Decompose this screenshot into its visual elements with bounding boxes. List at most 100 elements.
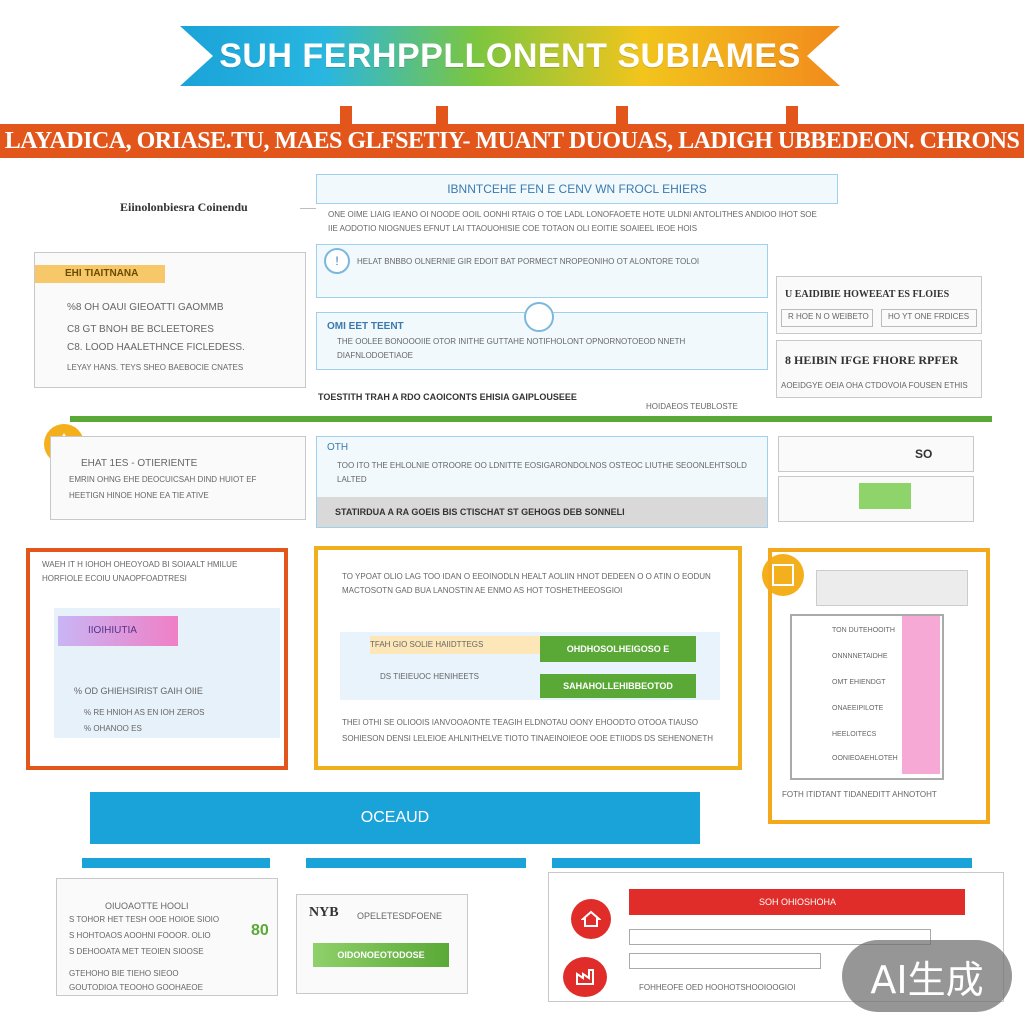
center-header: IBNNTCEHE FEN E CENV WN FROCL EHIERS [316, 174, 838, 204]
right-box-1-cell: HO YT ONE FRDICES [881, 309, 977, 327]
right-box-4 [778, 476, 974, 522]
center-section-3-text: TOO ITO THE EHLOLNIE OTROORE OO LDNITTE … [337, 461, 747, 484]
shield-icon [524, 302, 554, 332]
right-box-2-title: 8 HEIBIN IFGE FHORE RPFER [785, 353, 959, 367]
table-row: TON DUTEHOOITH [832, 627, 895, 634]
center-section-3-title: OTH [327, 442, 349, 453]
left-label: Eiinolonbiesra Coinendu [120, 200, 248, 214]
right-box-2: 8 HEIBIN IFGE FHORE RPFER AOEIDGYE OEIA … [776, 340, 982, 398]
title-ribbon: SUH FERHPPLLONENT SUBIAMES [180, 26, 840, 86]
right-box-3-value: SO [915, 447, 933, 461]
center-section-1-text: HELAT BNBBO OLNERNIE GIR EDOIT BAT PORME… [357, 257, 700, 266]
center-section-2-text: THE OOLEE BONOOOIIE OTOR INITHE GUTTAHE … [337, 337, 686, 360]
factory-icon [563, 957, 607, 997]
blue-tab [82, 858, 270, 868]
middle-right-frame: TON DUTEHOOITH ONNNNETAIDHE OMT EHIENDGT… [768, 548, 990, 824]
green-divider [70, 416, 992, 422]
left-card-2-line: HEETIGN HINOE HONE EA TIE ATIVE [69, 491, 209, 500]
middle-left-banner: IIOIHIUTIA [88, 625, 137, 636]
right-box-1-cell: R HOE N O WEIBETO [781, 309, 873, 327]
blue-tab [306, 858, 526, 868]
pink-swoosh: IIOIHIUTIA [58, 616, 178, 646]
ribbon-line-left: TOESTITH TRAH A RDO CAOICONTS EHISIA GAI… [318, 392, 577, 402]
home-icon [571, 899, 611, 939]
middle-left-line: % RE HNIOH AS EN IOH ZEROS [84, 708, 205, 717]
left-card-1: EHI TIAITNANA %8 OH OAUI GIEOATTI GAOMMB… [34, 252, 306, 388]
banner-tab [616, 106, 628, 126]
table-row: OONIEOAEHLOTEH [832, 755, 898, 762]
left-card-1-line: C8 GT BNOH BE BCLEETORES [67, 324, 214, 335]
middle-center-intro: TO YPOAT OLIO LAG TOO IDAN O EEOINODLN H… [342, 572, 711, 595]
left-card-2: EHAT 1ES - OTIERIENTE EMRIN OHNG EHE DEO… [50, 436, 306, 520]
left-card-2-line: EMRIN OHNG EHE DEOCUICSAH DIND HUIOT EF [69, 475, 257, 484]
connector-line [300, 208, 316, 209]
left-card-1-line: %8 OH OAUI GIEOATTI GAOMMB [67, 302, 224, 313]
bottom-center-pill: OIDONOEOTODOSE [313, 943, 449, 967]
blue-banner-text: OCEAUD [360, 809, 430, 826]
left-card-1-header: EHI TIAITNANA [35, 265, 165, 283]
bottom-left-line: S DEHOOATA MET TEOIEN SIOOSE [69, 947, 204, 956]
table-row: ONNNNETAIDHE [832, 653, 888, 660]
table-row: OMT EHIENDGT [832, 679, 886, 686]
middle-right-table: TON DUTEHOOITH ONNNNETAIDHE OMT EHIENDGT… [790, 614, 944, 780]
pink-column [902, 616, 940, 774]
ribbon-line-right: HOIDAEOS TEUBLOSTE [646, 402, 738, 411]
middle-right-footer: FOTH ITIDTANT TIDANEDITT AHNOTOHT [782, 790, 937, 799]
banner-tab [436, 106, 448, 126]
middle-center-panel: TFAH GIO SOLIE HAIIDTTEGS OHDHOSOLHEIGOS… [340, 632, 720, 700]
center-intro: ONE OIME LIAIG IEANO OI NOODE OOIL OONHI… [328, 210, 817, 233]
middle-center-row1-label: TFAH GIO SOLIE HAIIDTTEGS [370, 636, 550, 654]
right-box-1: U EAIDIBIE HOWEEAT ES FLOIES R HOE N O W… [776, 276, 982, 334]
left-card-1-line: LEYAY HANS. TEYS SHEO BAEBOCIE CNATES [67, 363, 244, 372]
bottom-left-value: 80 [251, 922, 269, 939]
table-row: ONAEEIPILOTE [832, 705, 884, 712]
bottom-right-bar: SOH OHIOSHOHA [629, 889, 965, 915]
table-row: HEELOITECS [832, 731, 877, 738]
bottom-center-card: NYB OPELETESDFOENE OIDONOEOTODOSE [296, 894, 468, 994]
orange-banner [0, 124, 1024, 158]
middle-right-bar [816, 570, 968, 606]
info-icon: ! [324, 248, 350, 274]
middle-center-pill-1: OHDHOSOLHEIGOSO E [540, 636, 696, 662]
bottom-left-line: GTEHOHO BIE TIEHO SIEOO [69, 969, 179, 978]
banner-tab [786, 106, 798, 126]
bottom-right-bar-text: SOH OHIOSHOHA [759, 897, 837, 907]
blue-banner: OCEAUD [90, 792, 700, 844]
bottom-right-field [629, 953, 821, 969]
bottom-right-footer: FOHHEOFE OED HOOHOTSHOOIOOGIOI [639, 983, 796, 992]
middle-left-sub: % OD GHIEHSIRIST GAIH OIIE [74, 686, 203, 696]
bottom-left-line: GOUTODIOA TEOOHO GOOHAEOE [69, 983, 203, 992]
right-box-2-sub: AOEIDGYE OEIA OHA CTDOVOIA FOUSEN ETHIS [781, 381, 968, 390]
center-section-3-bar-text: STATIRDUA A RA GOEIS BIS CTISCHAT ST GEH… [335, 507, 625, 517]
page-title: SUH FERHPPLLONENT SUBIAMES [219, 36, 801, 75]
bottom-center-label-2: OPELETESDFOENE [357, 911, 443, 921]
left-card-1-line: C8. LOOD HAALETHNCE FICLEDESS. [67, 342, 245, 353]
blue-tab [552, 858, 972, 868]
middle-center-footer-2: SOHIESON DENSI LELEIOE AHLNITHELVE TIOTO… [342, 734, 714, 743]
middle-left-panel: IIOIHIUTIA % OD GHIEHSIRIST GAIH OIIE % … [54, 608, 280, 738]
center-section-3: OTH TOO ITO THE EHLOLNIE OTROORE OO LDNI… [316, 436, 768, 528]
middle-left-line: % OHANOO ES [84, 724, 142, 733]
green-swatch [859, 483, 911, 509]
banner-tab [340, 106, 352, 126]
middle-center-pill-2: SAHAHOLLEHIBBEOTOD [540, 674, 696, 698]
middle-left-frame: WAEH IT H IOHOH OHEOYOAD BI SOIAALT HMIL… [26, 548, 288, 770]
center-section-1: HELAT BNBBO OLNERNIE GIR EDOIT BAT PORME… [316, 244, 768, 298]
bottom-right-field [629, 929, 931, 945]
right-box-3: SO [778, 436, 974, 472]
center-section-2-title: OMI EET TEENT [327, 321, 404, 332]
right-box-1-title: U EAIDIBIE HOWEEAT ES FLOIES [785, 289, 950, 300]
bottom-left-header: OIUOAOTTE HOOLI [105, 901, 189, 911]
middle-center-row2-label: DS TIEIEUOC HENIHEETS [380, 672, 479, 681]
middle-left-header: WAEH IT H IOHOH OHEOYOAD BI SOIAALT HMIL… [42, 560, 238, 583]
left-card-2-line: EHAT 1ES - OTIERIENTE [81, 458, 198, 469]
bottom-left-line: S HOHTOAOS AOOHNI FOOOR. OLIO [69, 931, 211, 940]
bottom-left-line: S TOHOR HET TESH OOE HOIOE SIOIO [69, 915, 220, 924]
middle-center-footer-1: THEI OTHI SE OLIOOIS IANVOOAONTE TEAGIH … [342, 718, 699, 727]
banner-text: LAYADICA, ORIASE.TU, MAES GLFSETIY- MUAN… [4, 127, 1020, 154]
ai-generated-watermark: AI生成 [842, 940, 1012, 1012]
bottom-left-card: OIUOAOTTE HOOLI S TOHOR HET TESH OOE HOI… [56, 878, 278, 996]
middle-center-frame: TO YPOAT OLIO LAG TOO IDAN O EEOINODLN H… [314, 546, 742, 770]
center-section-3-bar: STATIRDUA A RA GOEIS BIS CTISCHAT ST GEH… [317, 497, 767, 527]
bottom-center-label: NYB [309, 905, 339, 920]
